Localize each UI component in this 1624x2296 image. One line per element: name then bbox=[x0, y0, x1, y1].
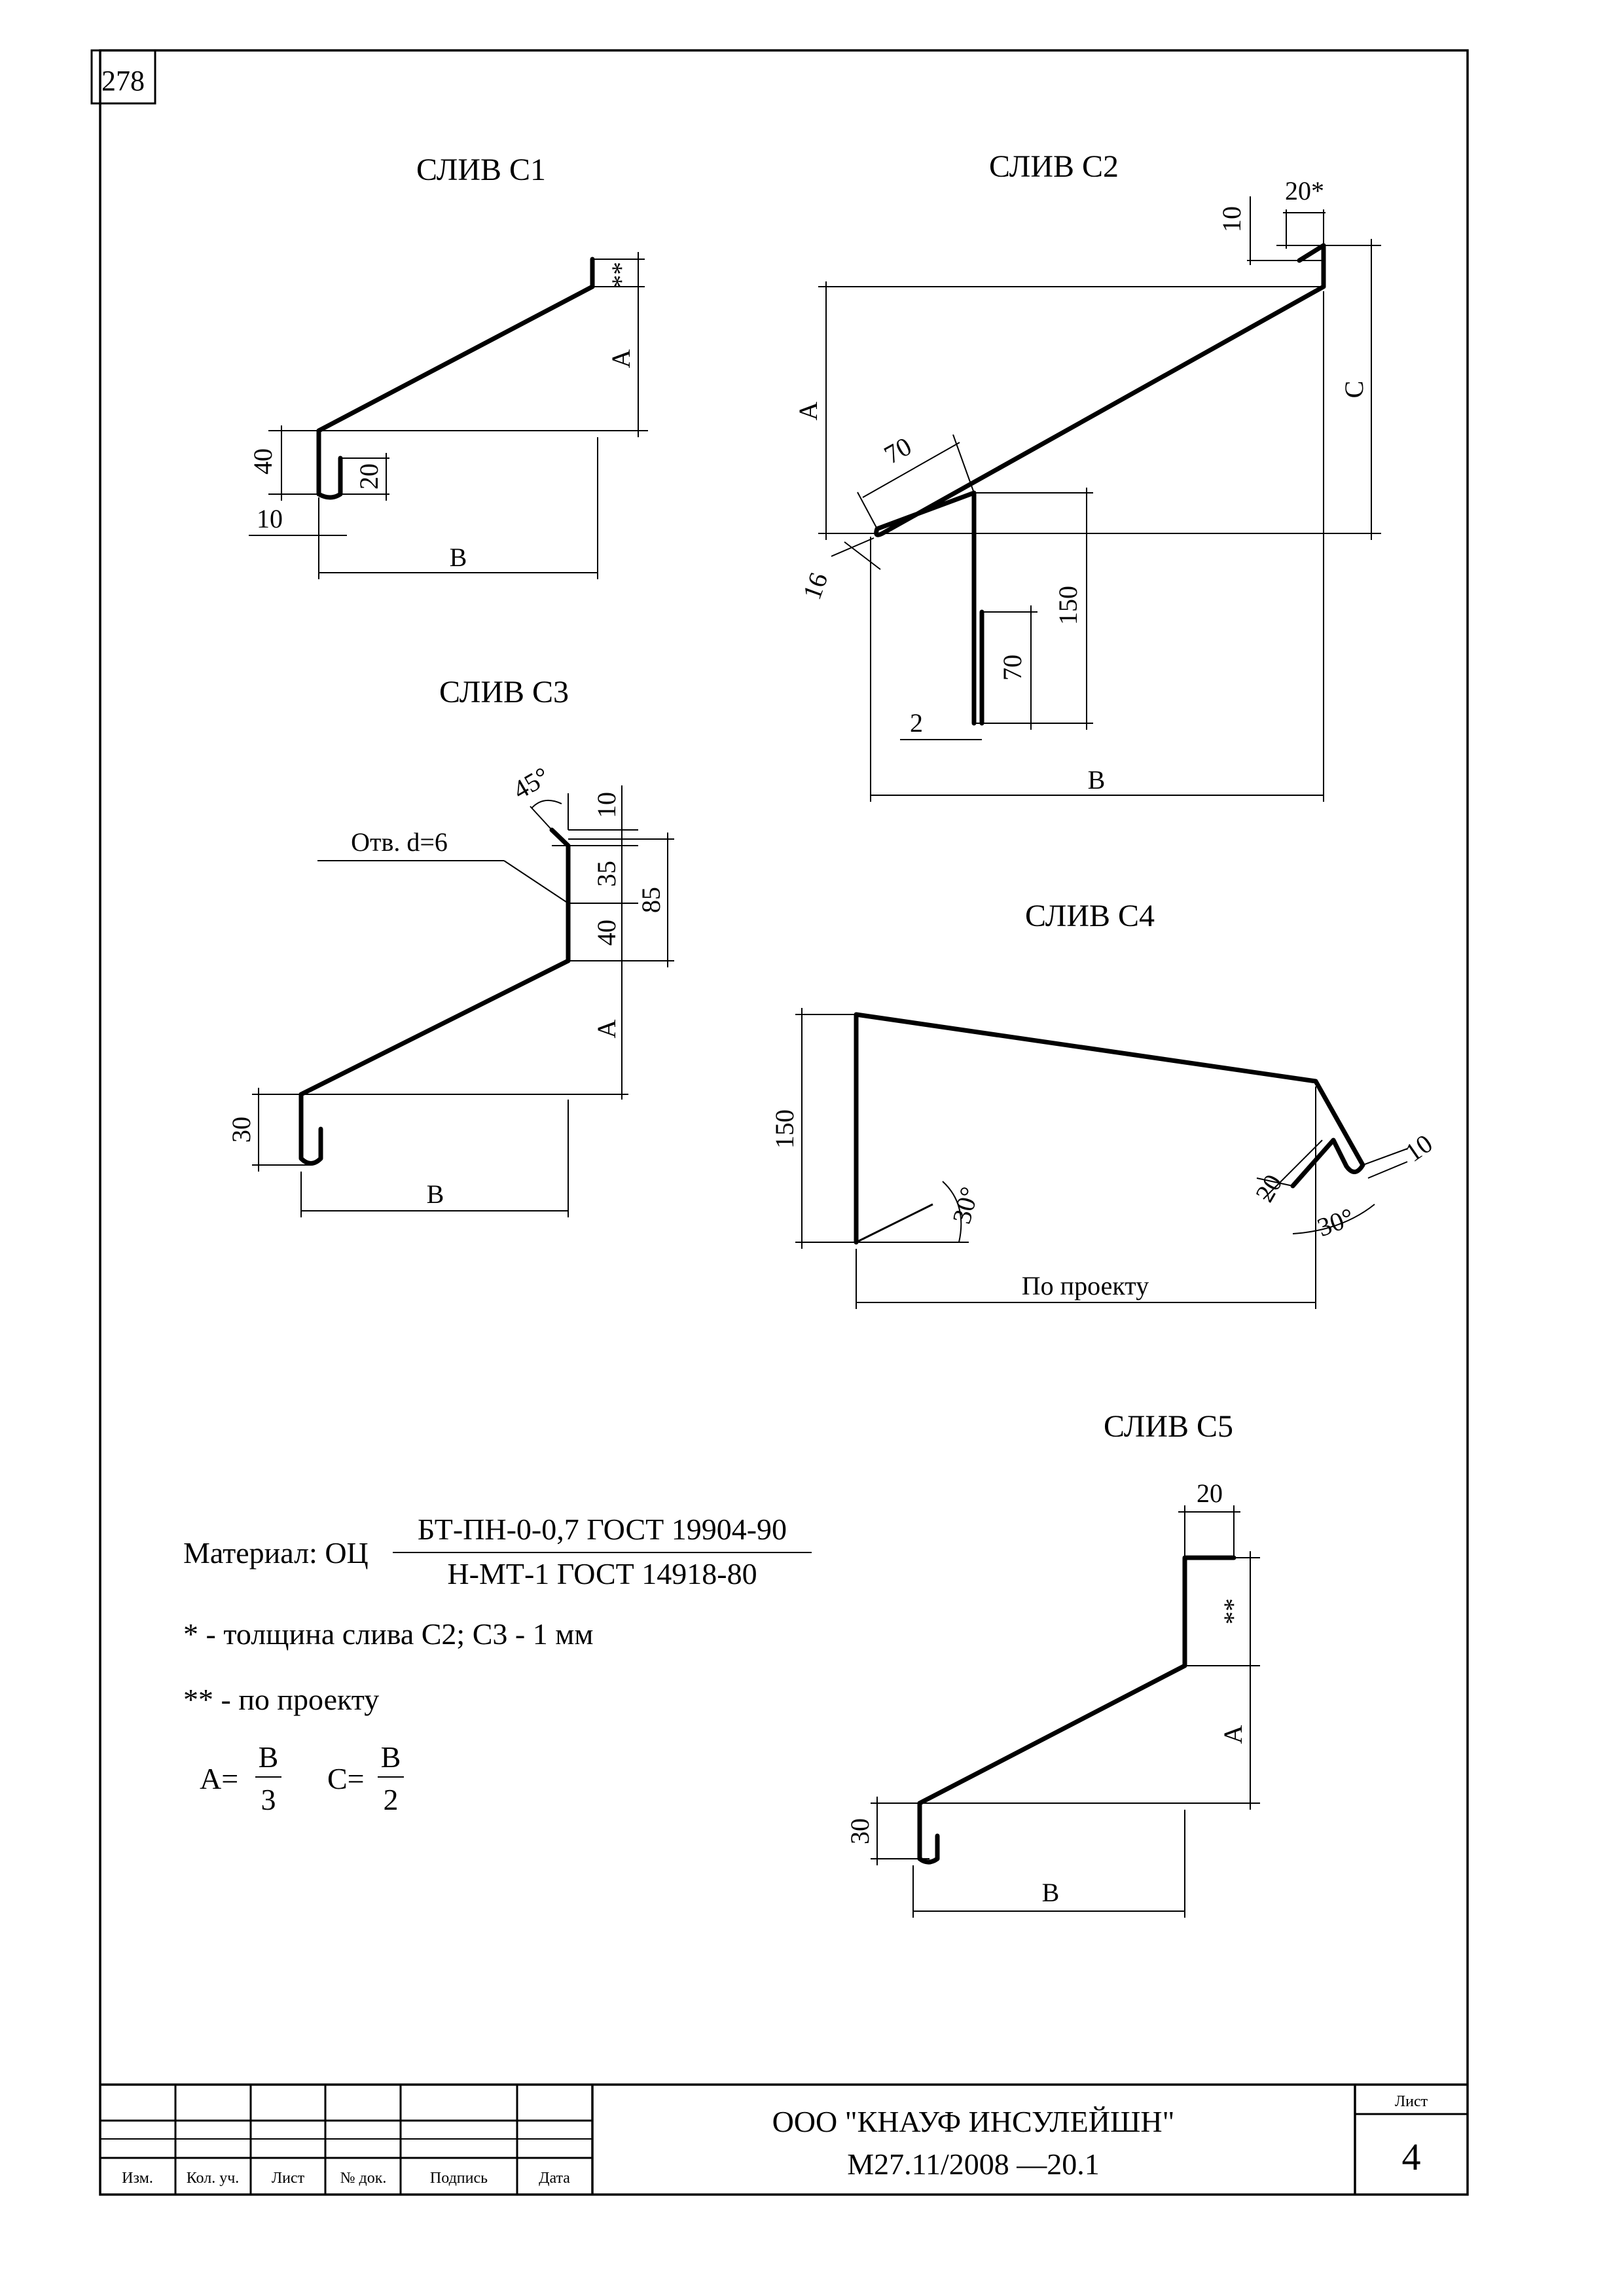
page-number: 278 bbox=[101, 65, 145, 97]
material-bottom: Н-МТ-1 ГОСТ 14918-80 bbox=[447, 1557, 757, 1590]
c4-profile bbox=[854, 1012, 1365, 1245]
note-thickness: * - толщина слива С2; С3 - 1 мм bbox=[183, 1617, 593, 1651]
tb-header-izm: Изм. bbox=[122, 2170, 153, 2187]
formula-c-num: В bbox=[381, 1740, 401, 1774]
c2-dim-20star: 20* bbox=[1285, 176, 1324, 206]
note-by-project: ** - по проекту bbox=[183, 1683, 379, 1716]
c5-dim-20: 20 bbox=[1197, 1479, 1223, 1508]
c4-dim-20: 20 bbox=[1250, 1170, 1288, 1207]
outer-frame bbox=[99, 49, 1469, 2196]
page-number-box bbox=[90, 49, 156, 105]
c1-dim-10: 10 bbox=[257, 504, 283, 533]
c2-dim-c: С bbox=[1339, 381, 1369, 399]
c3-dim-35: 35 bbox=[592, 861, 621, 887]
c1-dim-20: 20 bbox=[354, 463, 384, 490]
formula-a-lhs: А= bbox=[200, 1762, 238, 1795]
c2-dim-150: 150 bbox=[1053, 586, 1083, 625]
c2-dim-70v: 70 bbox=[998, 655, 1027, 681]
c3-dim-angle: 45° bbox=[508, 761, 554, 805]
c2-dim-16: 16 bbox=[797, 569, 833, 603]
c5-title: СЛИВ С5 bbox=[1104, 1409, 1233, 1444]
c1-profile bbox=[316, 257, 595, 500]
formula-c-den: 2 bbox=[384, 1783, 399, 1816]
c3-profile bbox=[298, 827, 571, 1166]
c1-dim-star: ** bbox=[606, 262, 636, 288]
c4-dim-angle2: 30° bbox=[1313, 1202, 1358, 1242]
c1-dim-a: А bbox=[606, 349, 636, 368]
drain-c5: СЛИВ С5 20 ** А 30 В bbox=[845, 1409, 1260, 1918]
c1-title: СЛИВ С1 bbox=[416, 152, 546, 187]
tb-company: ООО "КНАУФ ИНСУЛЕЙШН" bbox=[772, 2105, 1175, 2138]
c2-dim-b: В bbox=[1088, 765, 1106, 795]
c3-dim-30: 30 bbox=[226, 1117, 256, 1143]
drain-c1: СЛИВ С1 ** А 40 20 10 В bbox=[248, 152, 648, 579]
c3-dim-10: 10 bbox=[592, 792, 621, 818]
c3-dim-85: 85 bbox=[636, 887, 666, 913]
c3-dim-b: В bbox=[427, 1179, 444, 1209]
c1-dim-40: 40 bbox=[248, 448, 278, 475]
tb-header-sign: Подпись bbox=[430, 2170, 488, 2187]
tb-sheet-number: 4 bbox=[1402, 2136, 1421, 2178]
c4-dim-angle1: 30° bbox=[947, 1184, 984, 1227]
material-label: Материал: ОЦ bbox=[183, 1536, 369, 1570]
tb-header-kol: Кол. уч. bbox=[187, 2170, 240, 2187]
c3-title: СЛИВ С3 bbox=[439, 675, 569, 709]
c4-dim-by-project: По проекту bbox=[1022, 1271, 1149, 1300]
drain-c4: СЛИВ С4 150 30° 20 10 30° По проекту bbox=[770, 899, 1438, 1309]
c2-profile bbox=[874, 243, 1326, 726]
formula-a-num: В bbox=[259, 1740, 279, 1774]
formula-a-den: 3 bbox=[261, 1783, 276, 1816]
c3-hole-label: Отв. d=6 bbox=[351, 827, 448, 857]
tb-sheet-label: Лист bbox=[1395, 2093, 1428, 2110]
c2-dim-2: 2 bbox=[910, 708, 923, 738]
c2-dim-70: 70 bbox=[879, 431, 916, 470]
c5-dim-a: А bbox=[1218, 1725, 1248, 1744]
c5-profile bbox=[917, 1555, 1236, 1865]
c5-dim-30: 30 bbox=[845, 1818, 875, 1844]
drain-c3: СЛИВ С3 45° Отв. d=6 10 35 40 85 А 30 В bbox=[226, 675, 674, 1217]
c4-dim-10: 10 bbox=[1399, 1128, 1438, 1168]
c3-dim-40: 40 bbox=[592, 920, 621, 946]
notes: Материал: ОЦ БТ-ПН-0-0,7 ГОСТ 19904-90 Н… bbox=[183, 1513, 812, 1816]
c3-dim-a: А bbox=[592, 1019, 621, 1038]
c1-dim-b: В bbox=[450, 543, 467, 572]
formula-c-lhs: С= bbox=[327, 1762, 365, 1795]
tb-document-code: М27.11/2008 —20.1 bbox=[847, 2147, 1099, 2181]
c4-dim-150: 150 bbox=[770, 1109, 799, 1149]
drain-c2: СЛИВ С2 10 20* А С 70 16 150 bbox=[793, 149, 1381, 802]
c4-bottom-edge bbox=[856, 1203, 933, 1244]
tb-header-doc: № док. bbox=[340, 2170, 387, 2187]
tb-header-list: Лист bbox=[272, 2170, 305, 2187]
c2-dim-10: 10 bbox=[1217, 206, 1246, 232]
tb-header-date: Дата bbox=[539, 2170, 570, 2187]
c4-title: СЛИВ С4 bbox=[1025, 899, 1155, 933]
title-block: Изм. Кол. уч. Лист № док. Подпись Дата О… bbox=[100, 2083, 1468, 2195]
c5-dim-star: ** bbox=[1218, 1598, 1248, 1624]
c2-dim-a: А bbox=[793, 401, 823, 420]
c2-title: СЛИВ С2 bbox=[989, 149, 1119, 184]
c5-dim-b: В bbox=[1042, 1878, 1060, 1907]
material-top: БТ-ПН-0-0,7 ГОСТ 19904-90 bbox=[418, 1513, 787, 1546]
